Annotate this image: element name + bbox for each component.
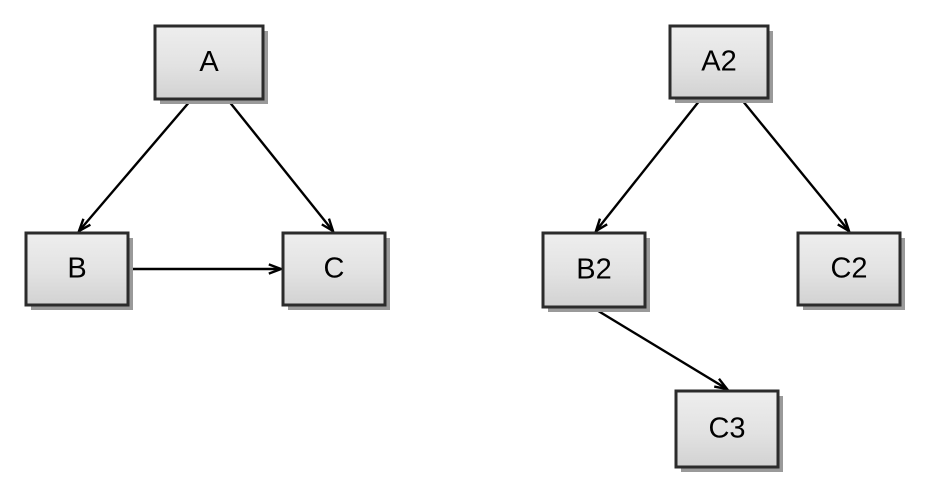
node-c[interactable]: C bbox=[281, 231, 390, 310]
node-a2[interactable]: A2 bbox=[668, 24, 773, 103]
node-label: C bbox=[324, 253, 345, 285]
node-label: A bbox=[199, 46, 219, 78]
node-box[interactable] bbox=[674, 389, 780, 469]
node-box[interactable] bbox=[668, 24, 770, 100]
arrowhead-icon bbox=[593, 218, 608, 234]
edge-a2-b2 bbox=[593, 99, 701, 234]
node-box[interactable] bbox=[281, 231, 387, 307]
arrowhead-icon bbox=[268, 263, 285, 275]
node-box[interactable] bbox=[153, 24, 265, 101]
edge-shaft bbox=[741, 99, 849, 231]
edge-shaft bbox=[227, 99, 333, 231]
edge-b-c bbox=[130, 263, 285, 275]
edge-layer bbox=[76, 99, 852, 391]
node-label: B2 bbox=[576, 254, 611, 286]
edge-a-c bbox=[227, 99, 336, 234]
arrowhead-icon bbox=[713, 378, 730, 391]
node-b[interactable]: B bbox=[24, 231, 133, 310]
edge-shaft bbox=[594, 307, 726, 389]
arrowhead-icon bbox=[321, 218, 336, 234]
node-box[interactable] bbox=[796, 231, 902, 307]
node-b2[interactable]: B2 bbox=[541, 231, 650, 312]
node-box[interactable] bbox=[541, 231, 647, 309]
node-label: A2 bbox=[701, 46, 736, 78]
node-c3[interactable]: C3 bbox=[674, 389, 783, 472]
edge-a-b bbox=[76, 99, 192, 234]
arrowhead-icon bbox=[837, 218, 852, 234]
node-box[interactable] bbox=[24, 231, 130, 307]
edge-a2-c2 bbox=[741, 99, 852, 234]
node-label: C3 bbox=[708, 413, 745, 445]
edge-b2-c3 bbox=[594, 307, 730, 391]
edge-shaft bbox=[596, 99, 701, 231]
arrowhead-icon bbox=[76, 218, 91, 234]
node-a[interactable]: A bbox=[153, 24, 268, 104]
node-label: B bbox=[67, 253, 86, 285]
edge-shaft bbox=[79, 99, 192, 231]
node-label: C2 bbox=[830, 253, 867, 285]
node-c2[interactable]: C2 bbox=[796, 231, 905, 310]
